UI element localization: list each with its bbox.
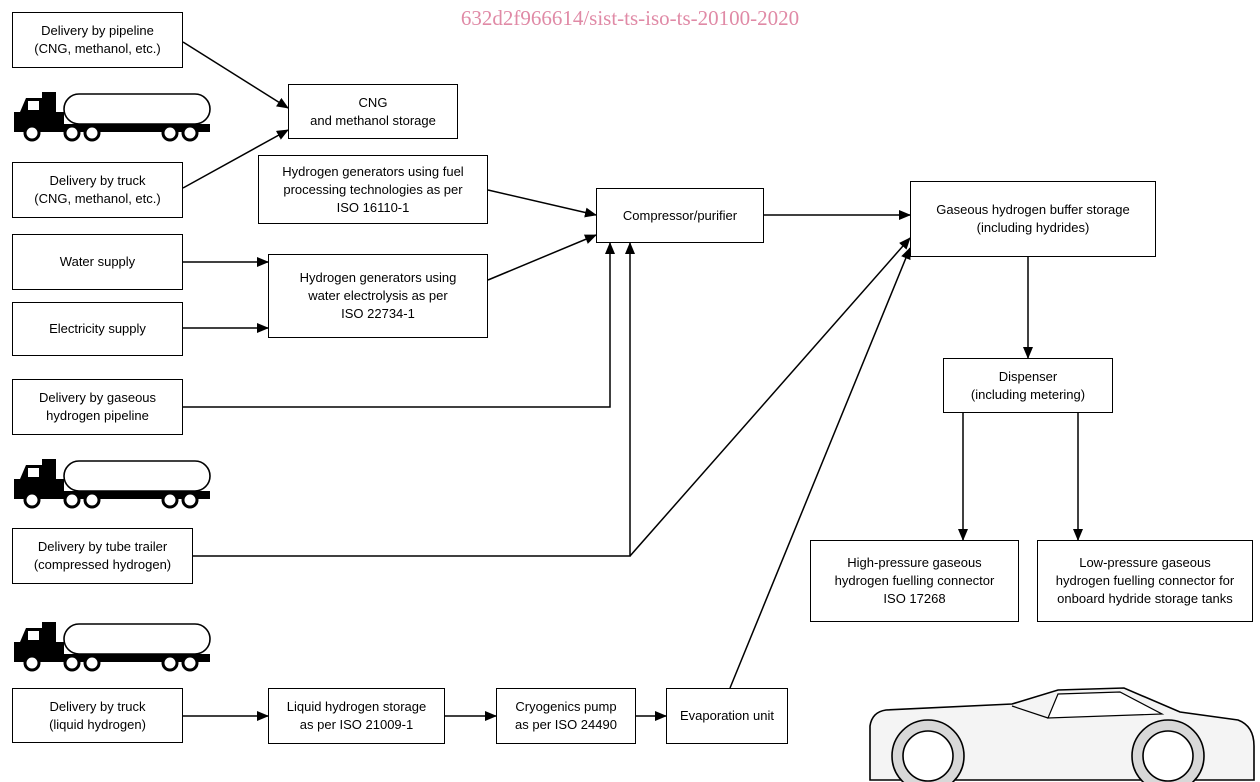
high-pressure-connector-box: High-pressure gaseous hydrogen fuelling …: [810, 540, 1019, 622]
buffer-storage-box: Gaseous hydrogen buffer storage (includi…: [910, 181, 1156, 257]
delivery-by-gaseous-pipeline-box: Delivery by gaseous hydrogen pipeline: [12, 379, 183, 435]
arrow-fuelgen-to-compressor: [487, 189, 597, 218]
arrow-truck-to-cng: [182, 129, 289, 189]
delivery-by-pipeline-box: Delivery by pipeline (CNG, methanol, etc…: [12, 12, 183, 68]
cryogenics-pump-box: Cryogenics pump as per ISO 24490: [496, 688, 636, 744]
tube-trailer-truck-icon: [14, 459, 211, 509]
watermark-text: 632d2f966614/sist-ts-iso-ts-20100-2020: [460, 6, 800, 30]
water-supply-box: Water supply: [12, 234, 183, 290]
cng-storage-box: CNG and methanol storage: [288, 84, 458, 139]
tanker-truck-icon: [14, 92, 211, 142]
low-pressure-connector-box: Low-pressure gaseous hydrogen fuelling c…: [1037, 540, 1253, 622]
car-icon: [869, 687, 1255, 782]
hydrogen-generator-fuel-box: Hydrogen generators using fuel processin…: [258, 155, 488, 224]
liquid-tanker-truck-icon: [14, 622, 211, 672]
delivery-by-truck-cng-box: Delivery by truck (CNG, methanol, etc.): [12, 162, 183, 218]
delivery-by-tube-trailer-box: Delivery by tube trailer (compressed hyd…: [12, 528, 193, 584]
arrow-evaporation-to-buffer: [729, 247, 911, 689]
arrow-electrolysis-to-compressor: [487, 234, 597, 281]
hydrogen-generator-electrolysis-box: Hydrogen generators using water electrol…: [268, 254, 488, 338]
arrow-gaseous-pipeline-to-compressor: [183, 242, 615, 408]
delivery-by-truck-liquid-box: Delivery by truck (liquid hydrogen): [12, 688, 183, 743]
liquid-hydrogen-storage-box: Liquid hydrogen storage as per ISO 21009…: [268, 688, 445, 744]
arrow-tubetrailer-to-buffer: [629, 237, 911, 557]
arrow-pipeline-to-cng: [182, 41, 289, 109]
dispenser-box: Dispenser (including metering): [943, 358, 1113, 413]
compressor-purifier-box: Compressor/purifier: [596, 188, 764, 243]
evaporation-unit-box: Evaporation unit: [666, 688, 788, 744]
electricity-supply-box: Electricity supply: [12, 302, 183, 356]
